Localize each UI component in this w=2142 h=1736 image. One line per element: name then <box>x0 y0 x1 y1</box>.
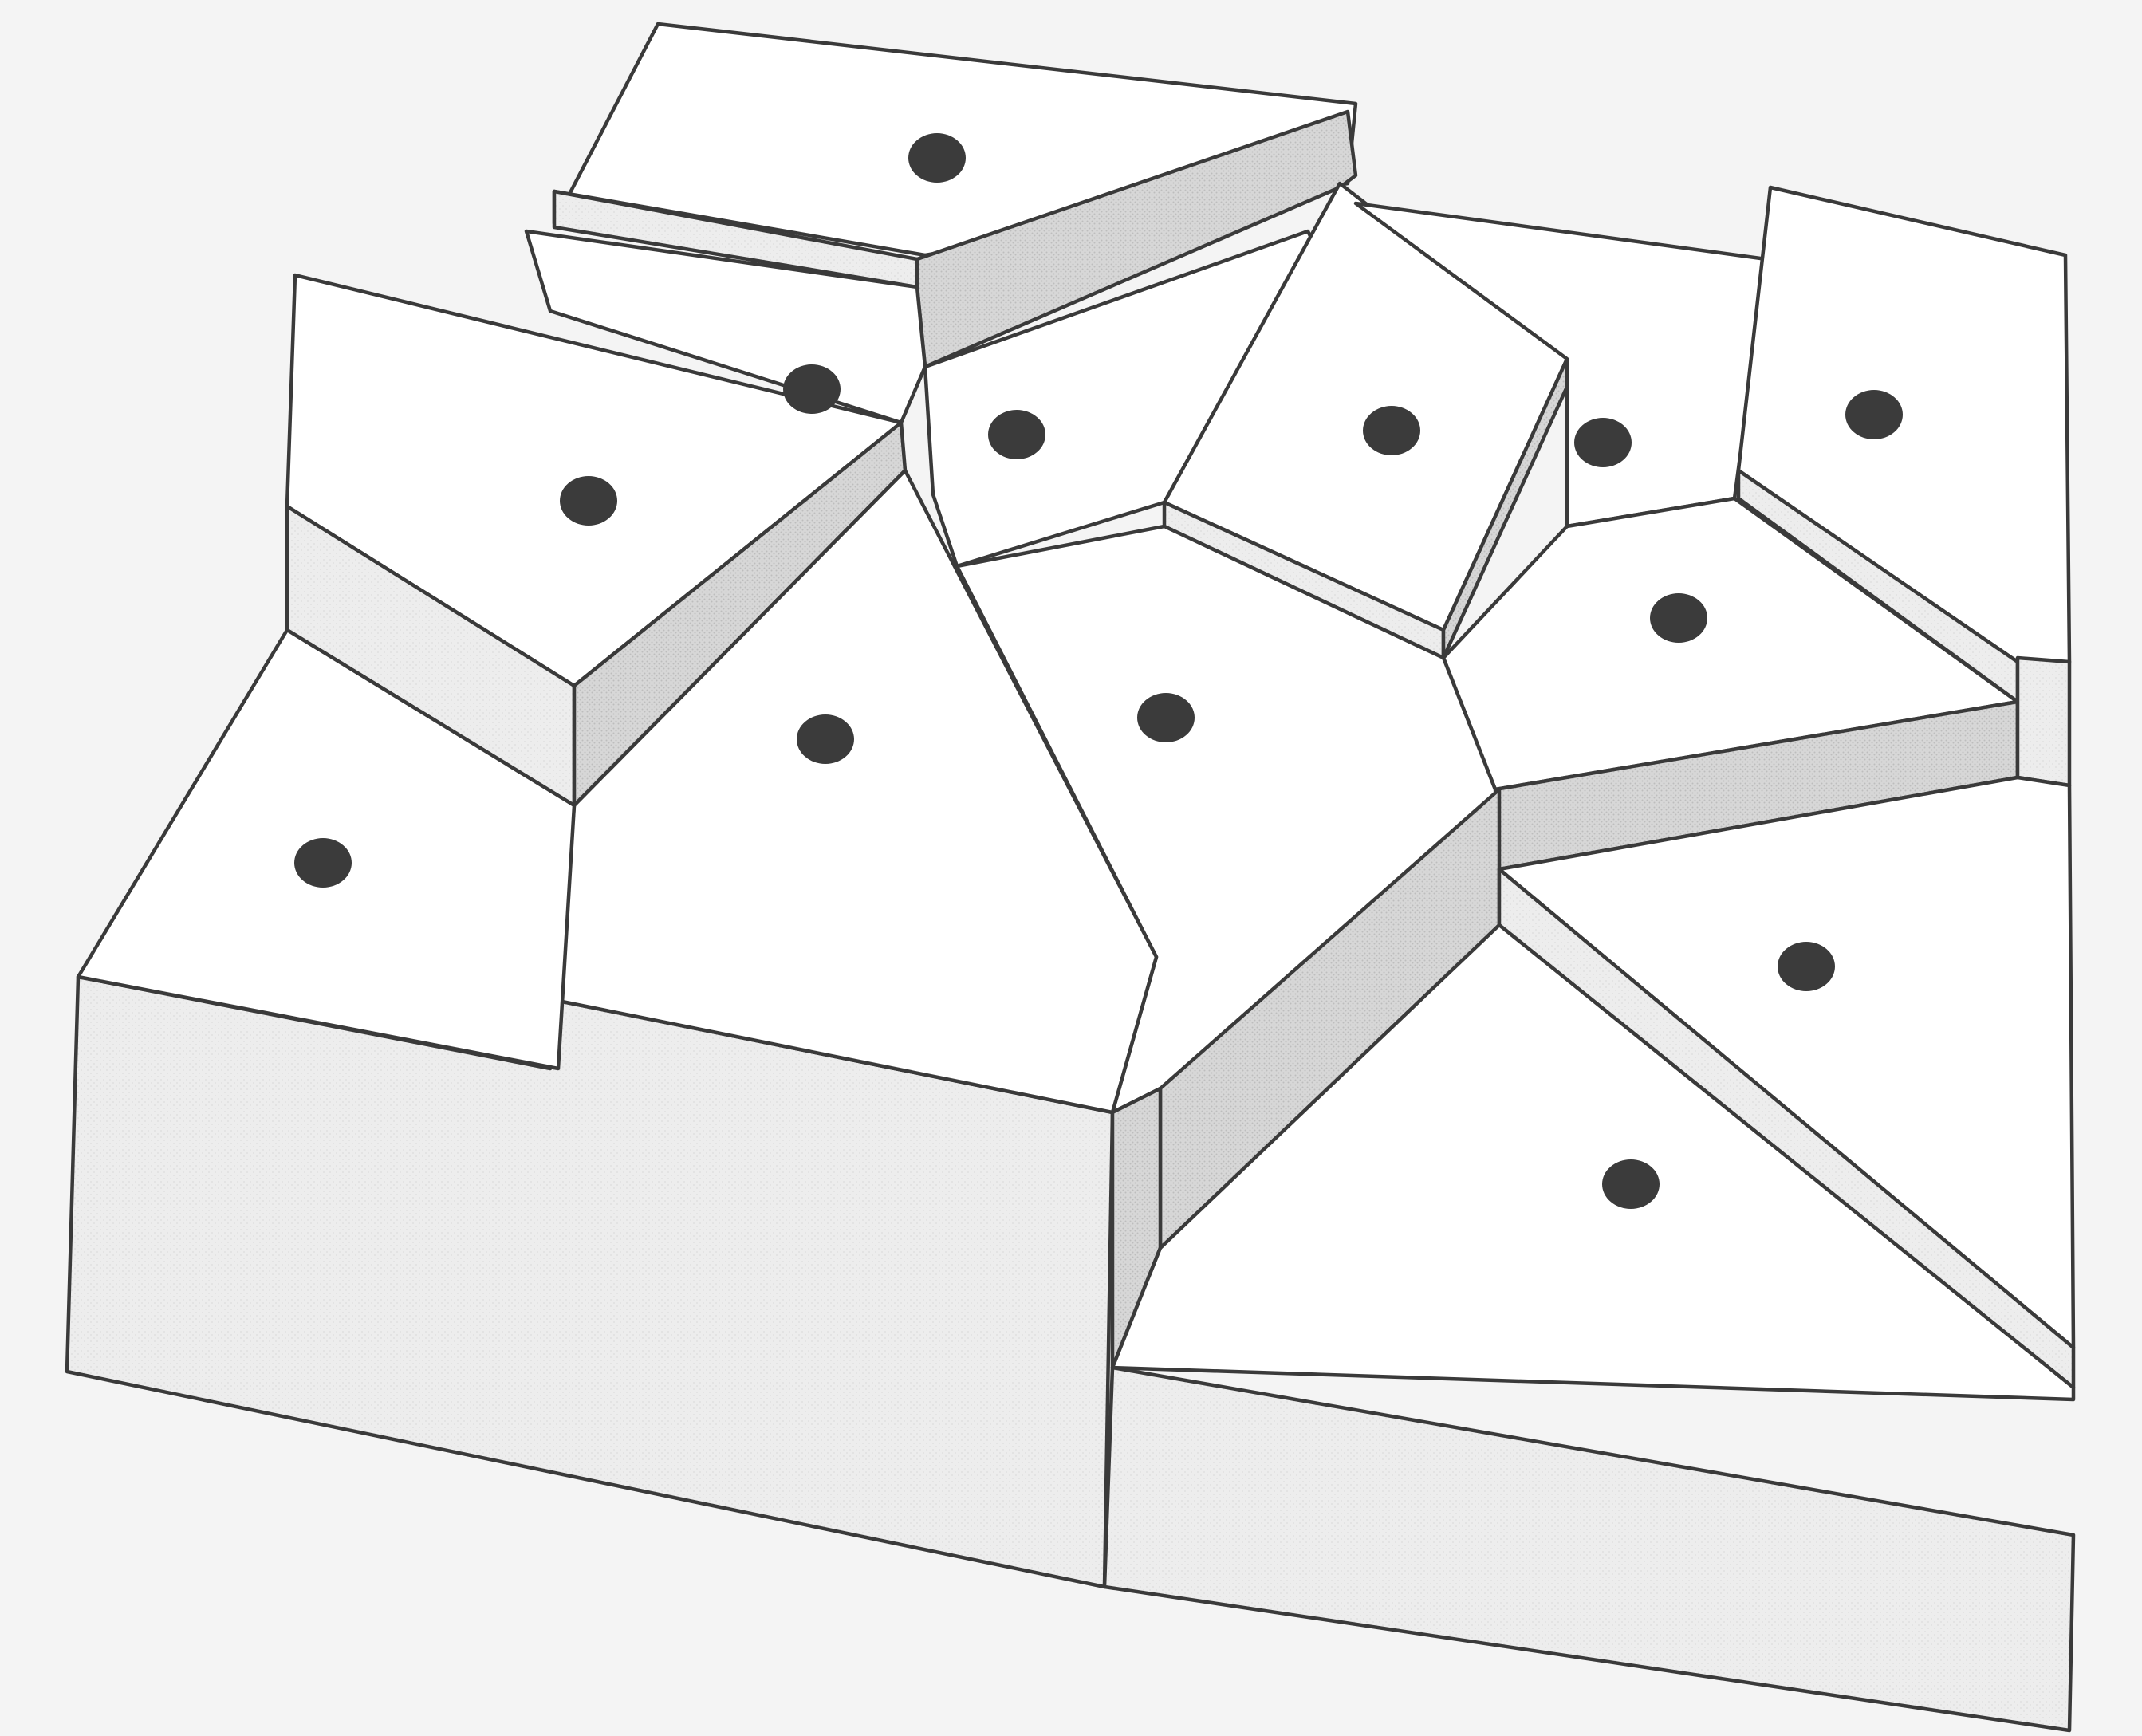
site-dot <box>1845 390 1903 439</box>
site-dot <box>294 838 352 888</box>
site-dot <box>1778 942 1835 991</box>
site-dot <box>988 410 1045 459</box>
site-dot <box>1137 693 1195 742</box>
site-dot <box>1650 593 1707 643</box>
center-middle-block <box>955 524 1502 1370</box>
right-lower-block <box>1497 775 2076 1390</box>
voronoi-sites <box>294 133 1903 1209</box>
site-dot <box>797 714 854 764</box>
site-dot <box>560 476 617 526</box>
base-front-right-face <box>1102 1365 2076 1733</box>
cell-right-mid-sliver <box>2015 655 2072 788</box>
site-dot <box>1363 406 1420 455</box>
front-right-triangle-block <box>1110 923 2076 1402</box>
site-dot <box>1602 1159 1660 1209</box>
site-dot <box>908 133 966 183</box>
cell-front-right-triangle <box>1110 923 2076 1402</box>
site-dot <box>783 364 841 414</box>
site-dot <box>1574 418 1632 467</box>
